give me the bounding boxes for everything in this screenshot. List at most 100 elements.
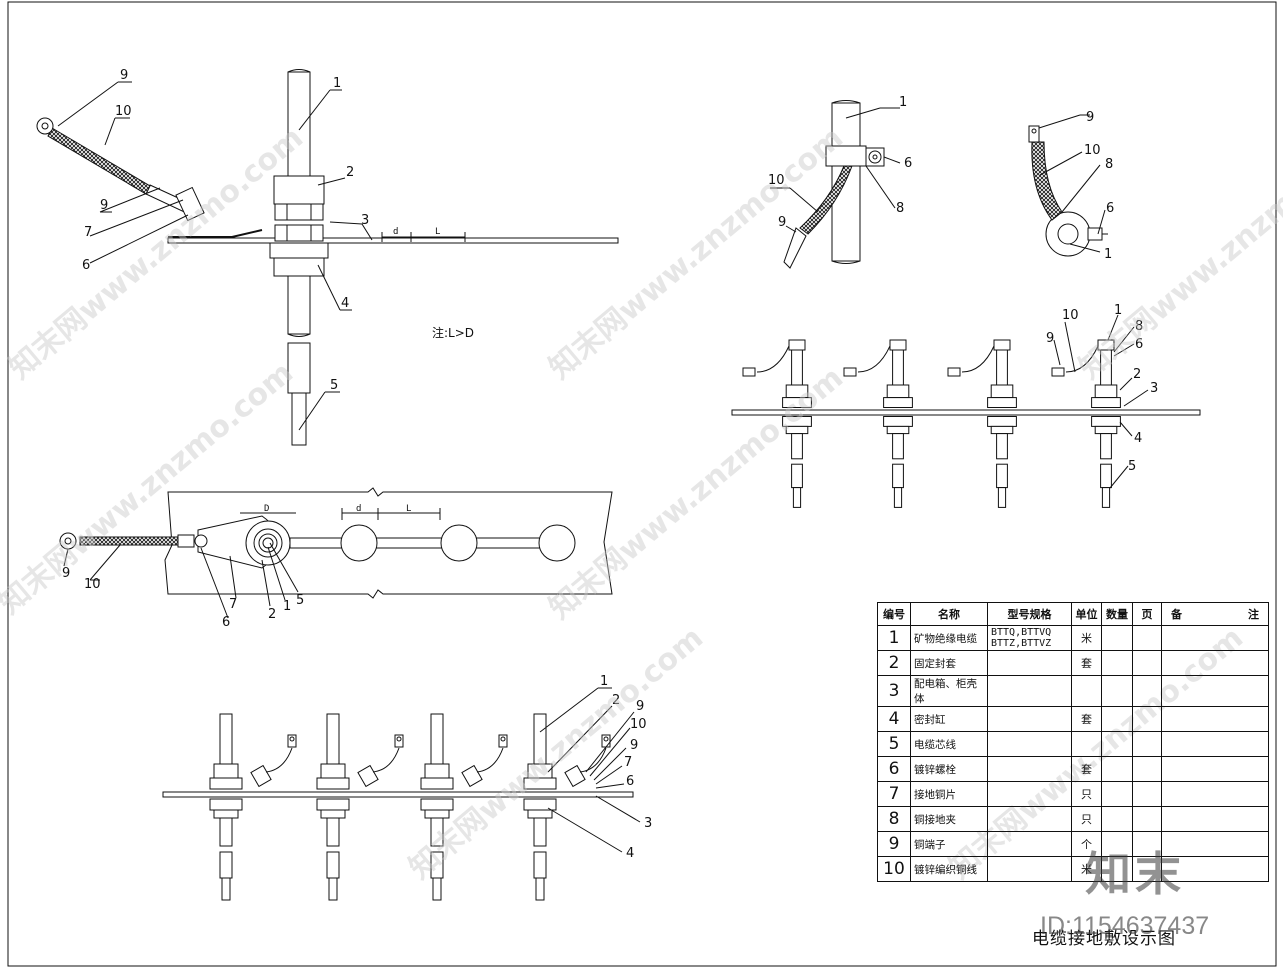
note-l-greater-d: 注:L>D (432, 325, 474, 340)
bom-cell-model (987, 856, 1072, 882)
bom-cell-qty (1101, 675, 1133, 707)
bom-cell-name: 接地铜片 (910, 781, 988, 807)
bom-cell-qty (1101, 706, 1133, 732)
dim-d-plan: d (356, 504, 361, 514)
cable-gland-assembly (420, 713, 508, 901)
callout-9b: 9 (100, 198, 108, 213)
watermark: 知末网www.znzmo.com (0, 355, 300, 621)
bom-cell-page (1132, 856, 1162, 882)
callout-8-right: 8 (1135, 319, 1143, 334)
callout-9-plan: 9 (62, 566, 70, 581)
dim-D: D (264, 504, 269, 514)
cable-gland-assembly (209, 713, 297, 901)
cable-gland-assembly (843, 339, 913, 508)
dim-L-plan: L (406, 504, 411, 514)
callout-1-clamp: 1 (899, 95, 907, 110)
bom-cell-name: 铜端子 (910, 831, 988, 857)
leaders-view-e (1038, 114, 1106, 253)
bom-cell-model (987, 781, 1072, 807)
bom-header-qty: 数量 (1101, 602, 1133, 626)
bom-cell-no: 9 (877, 831, 911, 857)
callout-7: 7 (84, 225, 92, 240)
bom-cell-remark (1161, 650, 1269, 676)
watermark: 知末网www.znzmo.com (3, 120, 310, 386)
bom-cell-model (987, 650, 1072, 676)
callout-1: 1 (333, 76, 341, 91)
bom-cell-remark (1161, 781, 1269, 807)
bom-cell-model (987, 706, 1072, 732)
callout-4-right: 4 (1134, 431, 1142, 446)
callout-5: 5 (330, 378, 338, 393)
leaders-view-f (1053, 314, 1149, 489)
brand-logo: 知末 (1085, 847, 1185, 901)
bom-cell-remark (1161, 806, 1269, 832)
bom-cell-name: 铜接地夹 (910, 806, 988, 832)
callout-6-right: 6 (1135, 337, 1143, 352)
callout-7-bottom: 7 (624, 755, 632, 770)
bom-cell-model (987, 731, 1072, 757)
bom-cell-unit (1071, 675, 1102, 707)
callout-6: 6 (82, 258, 90, 273)
callout-8-clamp: 8 (896, 201, 904, 216)
bom-cell-no: 8 (877, 806, 911, 832)
callout-3-bottom: 3 (644, 816, 652, 831)
callout-1-right: 1 (1114, 303, 1122, 318)
bom-cell-no: 3 (877, 675, 911, 707)
bom-header-row: 编号 名称 型号规格 单位 数量 页 备注 (877, 602, 1269, 626)
dim-d: d (393, 227, 398, 237)
bom-cell-name: 镀锌螺栓 (910, 756, 988, 782)
callout-1-plan: 1 (283, 599, 291, 614)
bom-cell-name: 配电箱、柜壳体 (910, 675, 988, 707)
bom-cell-name: 矿物绝缘电缆 (910, 625, 988, 651)
bom-header-model: 型号规格 (987, 602, 1072, 626)
bom-cell-page (1132, 675, 1162, 707)
drawing-frame (7, 1, 1277, 967)
bom-cell-remark (1161, 731, 1269, 757)
bom-cell-model (987, 806, 1072, 832)
callout-8-top: 8 (1105, 157, 1113, 172)
bom-cell-qty (1101, 781, 1133, 807)
bom-header-no: 编号 (877, 602, 911, 626)
bom-cell-remark (1161, 625, 1269, 651)
bom-header-remark: 备注 (1161, 602, 1269, 626)
cable-gland-assembly (523, 713, 611, 901)
callout-3: 3 (361, 213, 369, 228)
callout-10-bottom: 10 (630, 717, 647, 732)
callout-5-plan: 5 (296, 593, 304, 608)
callout-10: 10 (115, 104, 132, 119)
callout-2-right: 2 (1133, 367, 1141, 382)
view-front-row (162, 713, 634, 901)
drawing-title: 电缆接地敷设示图 (1032, 929, 1176, 949)
bom-cell-qty (1101, 806, 1133, 832)
callout-6-plan: 6 (222, 615, 230, 630)
bom-cell-page (1132, 756, 1162, 782)
bom-cell-model (987, 831, 1072, 857)
cable-gland-assembly (742, 339, 812, 508)
bom-cell-unit (1071, 731, 1102, 757)
bom-cell-unit: 套 (1071, 650, 1102, 676)
bom-cell-page (1132, 625, 1162, 651)
leaders-view-c (539, 687, 641, 853)
bom-cell-page (1132, 706, 1162, 732)
callout-10-right: 10 (1062, 308, 1079, 323)
bom-cell-no: 2 (877, 650, 911, 676)
bom-header-page: 页 (1132, 602, 1162, 626)
bom-cell-model (987, 675, 1072, 707)
bom-cell-unit: 米 (1071, 856, 1102, 882)
braided-copper-wire (47, 127, 151, 195)
drawing-id: ID:1154637437 (1040, 912, 1210, 940)
callout-9-right: 9 (1046, 331, 1054, 346)
callout-10-plan: 10 (84, 577, 101, 592)
bom-cell-remark (1161, 756, 1269, 782)
callout-10-top: 10 (1084, 143, 1101, 158)
callout-6-top: 6 (1106, 201, 1114, 216)
bom-cell-unit: 米 (1071, 625, 1102, 651)
bom-cell-remark (1161, 831, 1269, 857)
callout-5-right: 5 (1128, 459, 1136, 474)
